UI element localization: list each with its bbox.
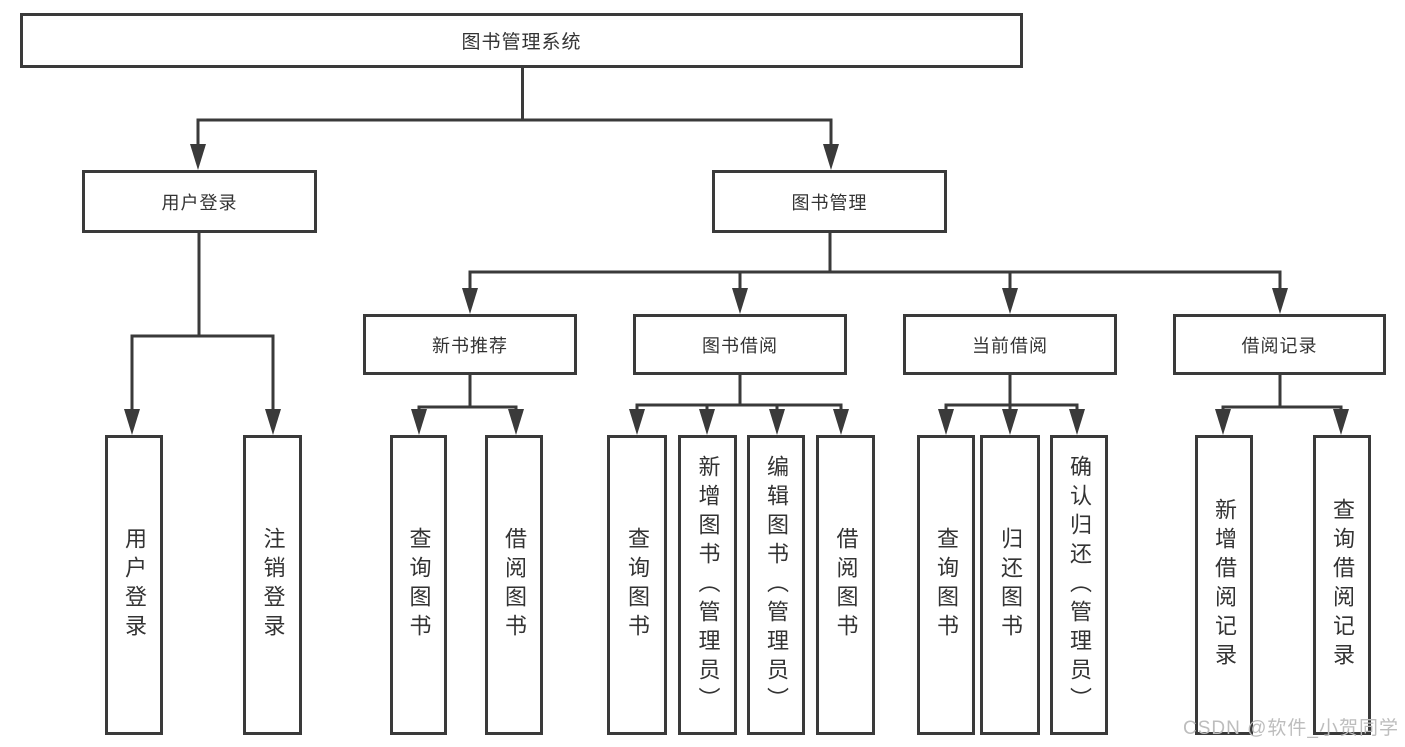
- connector-root-split: [196, 66, 833, 148]
- csdn-watermark: CSDN @软件_小贺同学: [1183, 718, 1399, 739]
- connector-newbook-split: [417, 373, 518, 414]
- node-library-system: 图书管理系统: [20, 13, 1023, 68]
- leaf-borrow-books-borrowing: 借阅图书: [816, 435, 875, 735]
- leaf-borrow-books-recommend: 借阅图书: [485, 435, 543, 735]
- node-book-management: 图书管理: [712, 170, 947, 233]
- leaf-return-books: 归还图书: [980, 435, 1040, 735]
- leaf-query-books-borrowing: 查询图书: [607, 435, 667, 735]
- leaf-user-login: 用户登录: [105, 435, 163, 735]
- leaf-query-borrow-record: 查询借阅记录: [1313, 435, 1371, 735]
- leaf-edit-books-admin: 编辑图书（管理员）: [747, 435, 805, 735]
- node-current-borrowing: 当前借阅: [903, 314, 1117, 375]
- leaf-query-books-recommend: 查询图书: [390, 435, 447, 735]
- leaf-confirm-return-admin: 确认归还（管理员）: [1050, 435, 1108, 735]
- leaf-add-borrow-record: 新增借阅记录: [1195, 435, 1253, 735]
- node-user-login: 用户登录: [82, 170, 317, 233]
- node-borrowing-records: 借阅记录: [1173, 314, 1386, 375]
- leaf-query-books-current: 查询图书: [917, 435, 975, 735]
- connector-mgmt-split: [468, 231, 1282, 292]
- leaf-logout: 注销登录: [243, 435, 302, 735]
- leaf-add-books-admin: 新增图书（管理员）: [678, 435, 737, 735]
- connector-records-split: [1221, 373, 1343, 414]
- connector-current-split: [944, 373, 1079, 414]
- node-new-book-recommend: 新书推荐: [363, 314, 577, 375]
- node-book-borrowing: 图书借阅: [633, 314, 847, 375]
- connector-login-split: [130, 231, 275, 412]
- connector-borrow-split: [635, 373, 843, 414]
